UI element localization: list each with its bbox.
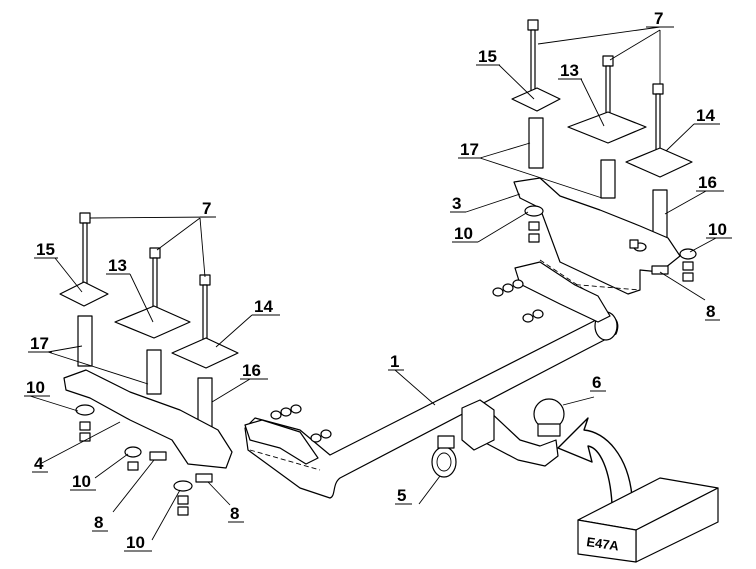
box-label: E47A bbox=[586, 534, 621, 553]
callout-labels: 1 3 4 5 6 7 7 8 8 8 10 10 10 10 10 13 13… bbox=[26, 9, 727, 552]
tow-ball-cap bbox=[537, 423, 561, 437]
callout-1: 1 bbox=[390, 352, 399, 371]
callout-10-left-b: 10 bbox=[72, 472, 91, 491]
callout-10-left-a: 10 bbox=[26, 378, 45, 397]
callout-15-left: 15 bbox=[36, 240, 55, 259]
right-mount-plate bbox=[514, 261, 611, 323]
washer-10-right-c bbox=[679, 248, 697, 260]
nut-left-a bbox=[79, 421, 91, 431]
callout-5: 5 bbox=[397, 486, 406, 505]
callout-13-right: 13 bbox=[560, 61, 579, 80]
nut-left-e bbox=[177, 506, 189, 516]
callout-underlines bbox=[24, 26, 732, 552]
nut-right-e bbox=[629, 239, 639, 249]
spacer-16-right bbox=[652, 189, 668, 239]
washer-10-left-b bbox=[124, 446, 142, 458]
nut-left-d bbox=[177, 495, 189, 505]
washer-10-left-c bbox=[173, 480, 193, 492]
plate-14-left bbox=[171, 337, 239, 369]
bolt-7-left-1 bbox=[79, 212, 91, 289]
washer-10-left-a bbox=[75, 404, 95, 416]
washer-10-right-a bbox=[524, 205, 544, 217]
e47a-box: E47A bbox=[577, 477, 719, 563]
plate-14-right bbox=[625, 147, 693, 178]
callout-6: 6 bbox=[592, 373, 601, 392]
callout-13-left: 13 bbox=[108, 256, 127, 275]
nut-right-b bbox=[528, 233, 540, 243]
nut-right-d bbox=[682, 272, 694, 282]
bolt-7-left-3 bbox=[199, 274, 211, 348]
bolt-7-right-2 bbox=[602, 55, 614, 119]
bolt-8-right bbox=[651, 265, 669, 275]
callout-8-left-b: 8 bbox=[230, 504, 239, 523]
socket-5 bbox=[431, 435, 457, 478]
bracket-4 bbox=[63, 369, 233, 469]
callout-17-right: 17 bbox=[460, 140, 479, 159]
bolt-7-right-3 bbox=[652, 83, 664, 159]
callout-14-left: 14 bbox=[254, 297, 273, 316]
callout-4: 4 bbox=[34, 454, 44, 473]
plate-15-left bbox=[59, 281, 109, 307]
bolt-8-left-b bbox=[195, 473, 213, 483]
spacer-17-left-a bbox=[77, 315, 93, 367]
nut-left-c bbox=[127, 461, 139, 471]
tow-ball-bracket bbox=[461, 399, 495, 451]
callout-10-right-a: 10 bbox=[454, 224, 473, 243]
callout-16-left: 16 bbox=[242, 361, 261, 380]
spacer-17-left-b bbox=[146, 349, 162, 395]
leader-lines bbox=[29, 26, 717, 541]
spacer-17-right-a bbox=[528, 117, 544, 169]
callout-15-right: 15 bbox=[478, 47, 497, 66]
callout-8-right: 8 bbox=[706, 302, 715, 321]
nut-set-right bbox=[492, 279, 544, 323]
callout-7-right: 7 bbox=[654, 9, 663, 28]
nut-set-left bbox=[270, 404, 332, 443]
curved-arrow bbox=[557, 417, 633, 505]
callout-16-right: 16 bbox=[698, 173, 717, 192]
callout-3: 3 bbox=[452, 194, 461, 213]
callout-10-right-b: 10 bbox=[708, 220, 727, 239]
left-mount-plate bbox=[244, 419, 319, 465]
callout-14-right: 14 bbox=[696, 106, 715, 125]
callout-8-left-a: 8 bbox=[94, 513, 103, 532]
bolt-8-left-a bbox=[149, 451, 167, 461]
plate-15-right bbox=[511, 87, 561, 112]
callout-17-left: 17 bbox=[30, 334, 49, 353]
spacer-17-right-b bbox=[600, 159, 616, 199]
bolt-7-right-1 bbox=[527, 19, 539, 99]
plate-13-left bbox=[114, 305, 191, 339]
plate-13-right bbox=[567, 111, 647, 144]
nut-right-a bbox=[528, 221, 540, 231]
nut-right-c bbox=[682, 261, 694, 271]
nut-left-b bbox=[79, 432, 91, 442]
callout-10-left-c: 10 bbox=[126, 533, 145, 552]
callout-7-left: 7 bbox=[202, 199, 211, 218]
